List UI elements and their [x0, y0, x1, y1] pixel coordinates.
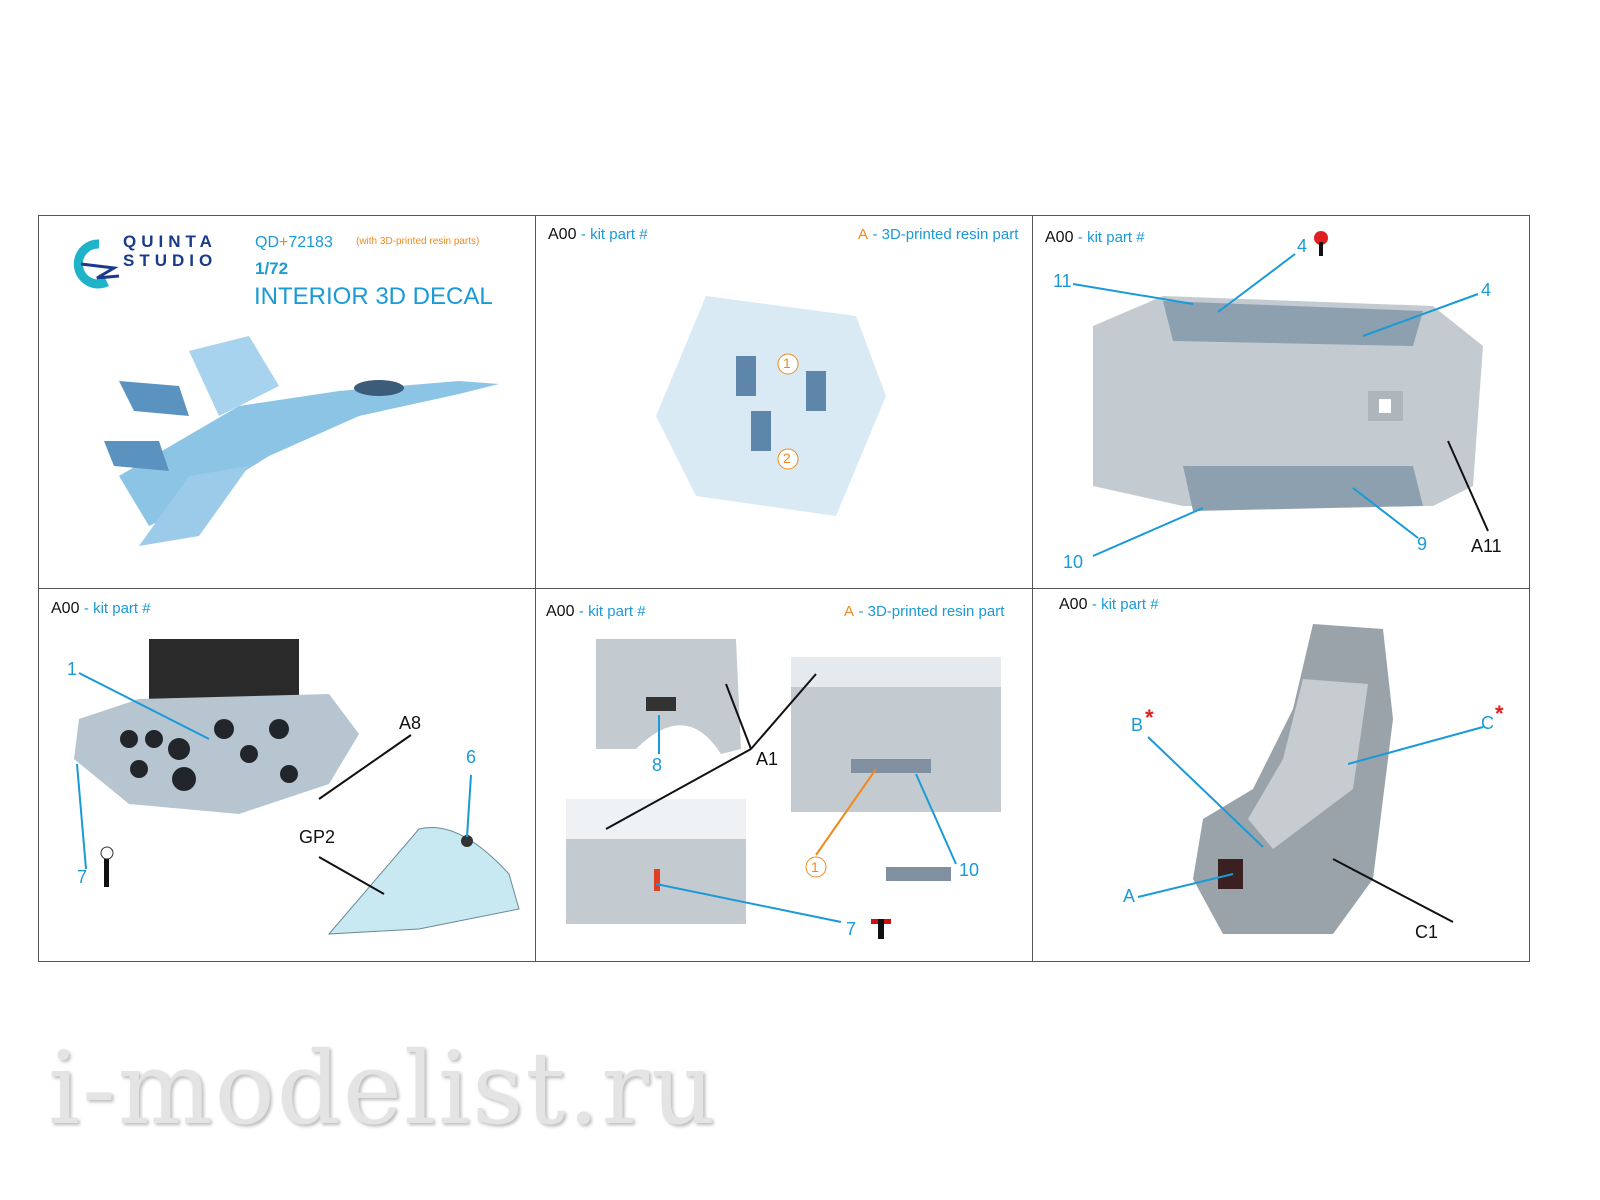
callout-7: 7	[77, 867, 88, 887]
callout-4b: 4	[1481, 280, 1492, 300]
ejection-seat-illustration	[1137, 624, 1484, 934]
instruction-sheet: QUINTA STUDIO QD+72183 (with 3D-printed …	[38, 215, 1530, 962]
kit-text: - kit part #	[83, 600, 151, 617]
brand-line2: STUDIO	[123, 251, 218, 270]
callout-a: A	[1123, 886, 1136, 906]
callout-c1: C1	[1415, 922, 1439, 942]
callout-6: 6	[466, 747, 477, 767]
panel-pedals: A00 - kit part # A - 3D-printed resin pa…	[536, 216, 1033, 589]
kit-code: A00	[548, 226, 577, 243]
callout-a8: A8	[399, 713, 422, 733]
product-scale: 1/72	[255, 259, 289, 278]
callout-10: 10	[1063, 552, 1084, 572]
logo-icon	[73, 239, 499, 546]
kit-text: - kit part #	[580, 226, 648, 243]
callout-1-resin: 1	[811, 859, 819, 875]
kit-code: A00	[51, 600, 80, 617]
pedal-plate-illustration	[656, 296, 886, 516]
asterisk-b: *	[1145, 705, 1154, 730]
kit-text: - kit part #	[578, 603, 646, 620]
callout-1: 1	[783, 355, 791, 371]
callout-a11: A11	[1471, 536, 1502, 556]
resin-code: A	[844, 603, 855, 620]
product-code: QD+72183	[255, 234, 333, 252]
instrument-panel-illustration	[74, 639, 520, 935]
brand-line1: QUINTA	[123, 232, 217, 251]
callout-4a: 4	[1297, 236, 1308, 256]
asterisk-c: *	[1495, 701, 1504, 726]
panel-seat: A00 - kit part # B * C * A C1	[1033, 589, 1530, 962]
product-title: INTERIOR 3D DECAL	[254, 283, 493, 310]
panel-consoles: A00 - kit part # A - 3D-printed resin pa…	[536, 589, 1033, 962]
resin-code: A	[858, 226, 869, 243]
resin-text: - 3D-printed resin part	[872, 226, 1019, 243]
panel-title: QUINTA STUDIO QD+72183 (with 3D-printed …	[39, 216, 536, 589]
code-prefix: QD	[255, 234, 279, 251]
code-number: 72183	[288, 234, 333, 251]
code-plus: +	[279, 234, 289, 251]
product-note: (with 3D-printed resin parts)	[356, 236, 480, 247]
kit-code: A00	[546, 603, 575, 620]
callout-7: 7	[846, 919, 857, 939]
callout-gp2: GP2	[299, 827, 336, 847]
callout-2: 2	[783, 450, 791, 466]
resin-text: - 3D-printed resin part	[858, 603, 1005, 620]
aircraft-illustration	[104, 336, 499, 546]
callout-8: 8	[652, 755, 663, 775]
callout-a1: A1	[756, 749, 779, 769]
callout-1: 1	[67, 659, 78, 679]
callout-b: B	[1131, 715, 1144, 735]
callout-11: 11	[1053, 271, 1072, 291]
watermark: i-modelist.ru	[48, 1030, 718, 1147]
brand-name: QUINTA STUDIO	[123, 232, 217, 270]
panel-cockpit-tub: A00 - kit part # 4 4 11 10 9 A11	[1033, 216, 1530, 589]
kit-code: A00	[1045, 229, 1074, 246]
kit-code: A00	[1059, 596, 1088, 613]
panel-instrument-panel: A00 - kit part # 1 7 A8 6 GP2	[39, 589, 536, 962]
callout-10: 10	[959, 860, 980, 880]
legend-resin: A - 3D-printed resin part	[858, 226, 1018, 244]
cockpit-tub-illustration	[1072, 231, 1489, 557]
consoles-illustration	[566, 639, 1001, 939]
legend-kit: A00 - kit part #	[548, 226, 648, 244]
kit-text: - kit part #	[1091, 596, 1159, 613]
kit-text: - kit part #	[1077, 229, 1145, 246]
callout-c: C	[1481, 713, 1494, 733]
callout-9: 9	[1417, 534, 1428, 554]
